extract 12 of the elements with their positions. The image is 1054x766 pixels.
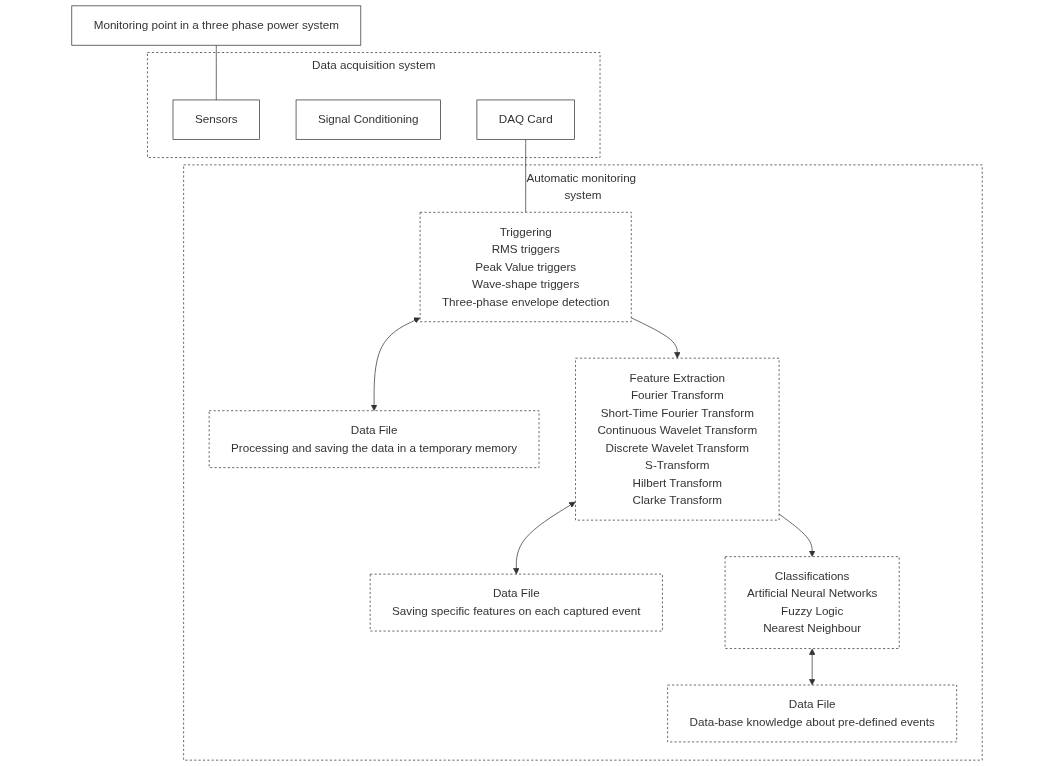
node-box: Triggering RMS triggers Peak Value triggers Wave-shape triggers Three-phase envelope detection (419, 211, 632, 323)
node-box: Feature Extraction Fourier Transform Short-Time Fourier Transform Continuous Wavelet Transform Discrete Wavelet Transform S-Transform Hilbert Transform Clarke Transform (575, 357, 780, 521)
node-box: DAQ Card (476, 99, 575, 140)
node-box: Data File Processing and saving the data in a temporary memory (208, 410, 540, 468)
connector (525, 138, 527, 213)
node-box: Data File Data-base knowledge about pre-defined events (667, 684, 958, 743)
node-box: Sensors (172, 99, 260, 140)
node-box: Data File Saving specific features on each captured event (369, 573, 663, 632)
node-box: Monitoring point in a three phase power system (71, 5, 362, 46)
node-box: Signal Conditioning (295, 99, 441, 140)
node-box: Classifications Artificial Neural Networks Fuzzy Logic Nearest Neighbour (724, 556, 900, 649)
connector (215, 44, 217, 101)
